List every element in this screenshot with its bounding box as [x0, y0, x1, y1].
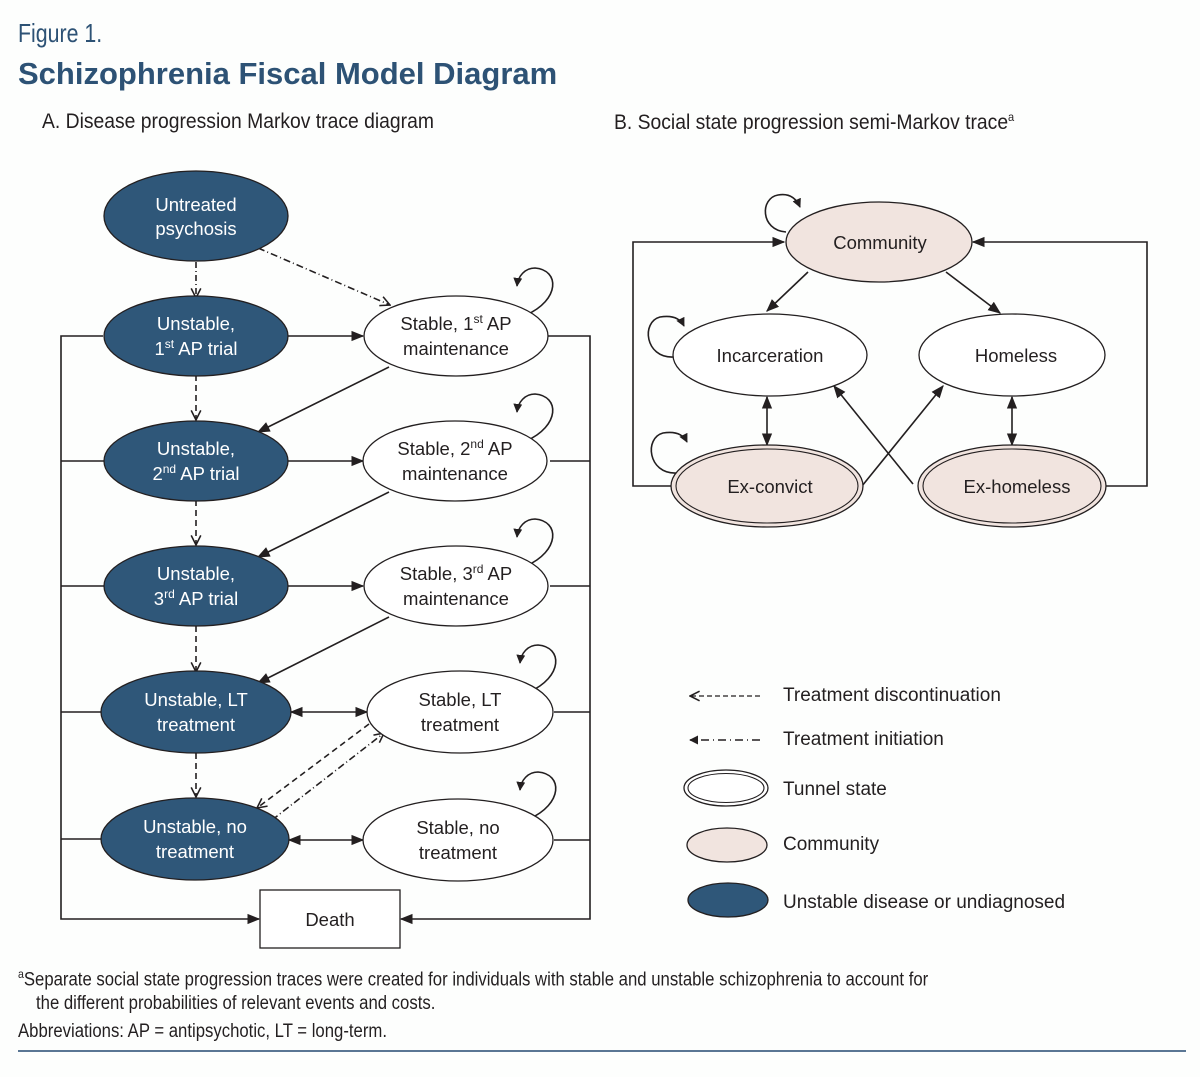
edge-community-incarceration: [766, 271, 809, 312]
abbreviations: Abbreviations: AP = antipsychotic, LT = …: [18, 1021, 387, 1042]
edge-exconvict-community: [632, 236, 786, 487]
footnote-a-continued: the different probabilities of relevant …: [36, 993, 436, 1014]
edge-slt-uno-discontinuation: [257, 723, 370, 808]
edge-s2-u3: [256, 491, 390, 558]
footnote-a-text: Separate social state progression traces…: [23, 969, 929, 991]
legend-label-unstable: Unstable disease or undiagnosed: [783, 892, 1066, 913]
footnote-a-marker: a: [18, 967, 24, 981]
node-ex-homeless: Ex-homeless: [917, 444, 1107, 528]
legend-label-community: Community: [783, 834, 880, 855]
node-label: treatment: [157, 714, 235, 735]
node-stable-lt-treatment: Stable, LT treatment: [366, 670, 554, 754]
self-loop-slt: [516, 644, 557, 693]
node-label: Unstable, no: [143, 816, 247, 837]
figure-label: Figure 1.: [18, 18, 103, 48]
self-loop-sno: [516, 771, 557, 820]
node-unstable-1st-ap: Unstable, 1st AP trial: [103, 295, 289, 377]
edge-uno-slt-initiation: [271, 733, 384, 821]
node-homeless: Homeless: [918, 313, 1106, 397]
node-label: maintenance: [402, 463, 508, 484]
node-label: treatment: [421, 714, 499, 735]
edge-community-homeless: [945, 271, 1002, 314]
node-untreated-psychosis: Untreated psychosis: [103, 170, 289, 262]
node-label: Unstable,: [157, 563, 235, 584]
node-ex-convict: Ex-convict: [670, 444, 864, 528]
node-label: Stable, 2nd AP: [397, 437, 512, 459]
panel-b-title: B. Social state progression semi-Markov …: [614, 110, 1014, 135]
node-label: Stable, 3rd AP: [400, 562, 513, 584]
edge-s1-u2: [256, 366, 390, 433]
node-label: Ex-homeless: [964, 476, 1071, 497]
footnote-marker: a: [1008, 110, 1015, 124]
node-label: 3rd AP trial: [154, 587, 238, 609]
left-bus-to-death: [60, 335, 261, 925]
node-label: Unstable, LT: [144, 689, 248, 710]
self-loop-s1: [513, 267, 554, 316]
edge-exhomeless-community: [971, 236, 1148, 487]
node-stable-1st-ap: Stable, 1st AP maintenance: [363, 295, 549, 377]
node-label: Stable, LT: [419, 689, 502, 710]
node-label: Untreated: [155, 194, 236, 215]
legend-dark-ellipse-icon: [687, 882, 769, 918]
self-loop-community: [764, 193, 801, 233]
panel-a-connectors: [60, 247, 591, 925]
node-label: maintenance: [403, 338, 509, 359]
self-loop-exconvict: [650, 431, 688, 474]
node-label: Stable, no: [416, 817, 499, 838]
node-label: Unstable,: [157, 438, 235, 459]
edge-s3-ult: [256, 616, 390, 684]
node-label: 1st AP trial: [154, 337, 237, 359]
legend-label-discontinuation: Treatment discontinuation: [783, 685, 1001, 706]
edge-untreated-s1: [257, 247, 390, 305]
self-loop-s3: [513, 518, 554, 567]
node-label: Community: [833, 232, 927, 253]
node-label: maintenance: [403, 588, 509, 609]
legend-double-ellipse-icon: [683, 769, 769, 807]
edge-exconvict-homeless: [861, 384, 944, 487]
node-label: Stable, 1st AP: [400, 312, 511, 334]
node-label: Unstable,: [157, 313, 235, 334]
node-label: psychosis: [155, 218, 236, 239]
node-unstable-3rd-ap: Unstable, 3rd AP trial: [103, 545, 289, 627]
panel-b-title-text: B. Social state progression semi-Markov …: [614, 111, 1009, 134]
node-unstable-no-treatment: Unstable, no treatment: [100, 797, 290, 881]
node-incarceration: Incarceration: [672, 313, 868, 397]
node-label: Death: [305, 909, 354, 930]
self-loop-incarceration: [647, 315, 685, 358]
node-label: Ex-convict: [727, 476, 812, 497]
node-stable-2nd-ap: Stable, 2nd AP maintenance: [362, 420, 548, 502]
legend-symbols: [683, 696, 769, 918]
node-label: treatment: [156, 841, 234, 862]
node-stable-no-treatment: Stable, no treatment: [362, 798, 554, 882]
node-unstable-2nd-ap: Unstable, 2nd AP trial: [103, 420, 289, 502]
legend-community-ellipse-icon: [686, 827, 768, 863]
panel-a-title-text: A. Disease progression Markov trace diag…: [42, 110, 434, 133]
node-unstable-lt-treatment: Unstable, LT treatment: [100, 670, 292, 754]
bottom-rule: [18, 1050, 1186, 1052]
node-label: Incarceration: [717, 345, 824, 366]
legend-label-initiation: Treatment initiation: [783, 729, 944, 750]
footnote-a: aSeparate social state progression trace…: [18, 967, 928, 991]
edge-exhomeless-incarceration: [833, 384, 914, 485]
node-community: Community: [785, 201, 973, 283]
node-label: Homeless: [975, 345, 1057, 366]
node-label: 2nd AP trial: [152, 462, 239, 484]
node-stable-3rd-ap: Stable, 3rd AP maintenance: [363, 545, 549, 627]
legend-label-tunnel: Tunnel state: [783, 779, 887, 800]
node-label: treatment: [419, 842, 497, 863]
self-loop-s2: [513, 393, 554, 442]
right-bus-to-death: [399, 335, 591, 925]
node-death: Death: [259, 889, 401, 949]
figure-title: Schizophrenia Fiscal Model Diagram: [18, 56, 558, 91]
panel-b-connectors: [632, 193, 1148, 487]
panel-a-title: A. Disease progression Markov trace diag…: [42, 110, 434, 134]
